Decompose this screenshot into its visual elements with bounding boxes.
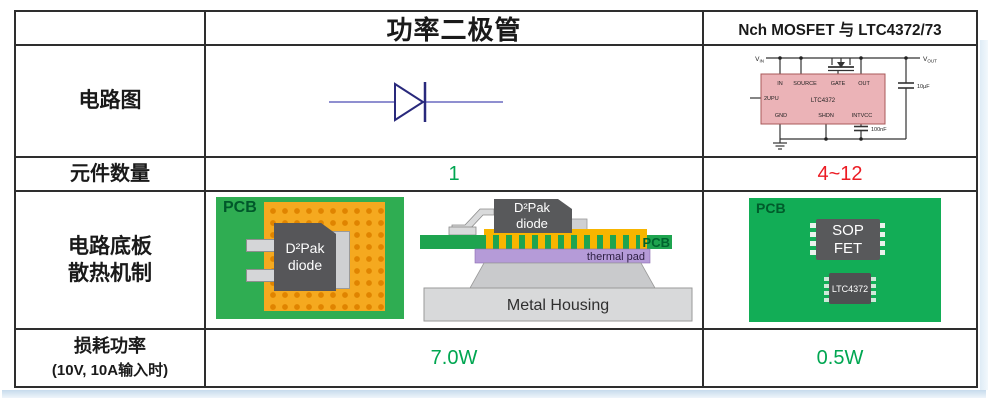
thermal-diode-cell: PCB D²Pak diode (206, 192, 704, 330)
row-circuit-label-cell: 电路图 (16, 46, 206, 158)
pin-in: IN (777, 81, 783, 87)
pcb-top-view-image: PCB D²Pak diode (216, 197, 404, 319)
chip-pin (878, 232, 885, 237)
thermal-mosfet-cell: PCB SOP FET LTC4372 (704, 192, 976, 330)
pin-gnd: GND (775, 113, 787, 119)
slide-shadow-right (980, 40, 988, 390)
chip-pin (870, 284, 876, 288)
comparison-table: 功率二极管 Nch MOSFET 与 LTC4372/73 电路图 (14, 10, 978, 388)
header-mosfet-label: Nch MOSFET 与 LTC4372/73 (738, 22, 942, 39)
metal-housing-label: Metal Housing (507, 297, 609, 314)
chip-pin (870, 298, 876, 302)
pcb-label: PCB (643, 235, 670, 250)
row-thermal-label-cell: 电路底板 散热机制 (16, 192, 206, 330)
count-diode-cell: 1 (206, 158, 704, 192)
svg-text:diode: diode (516, 216, 548, 231)
power-row-label: 损耗功率 (10V, 10A输入时) (51, 335, 169, 379)
power-mosfet-cell: 0.5W (704, 330, 976, 386)
pcb-label: PCB (223, 199, 257, 216)
header-power-diode: 功率二极管 (206, 12, 704, 46)
chip-pin (824, 291, 830, 295)
circuit-row-label: 电路图 (78, 89, 142, 113)
power-diode-cell: 7.0W (206, 330, 704, 386)
pin-out: OUT (858, 81, 870, 87)
chip-pin (878, 223, 885, 228)
count-diode-value: 1 (448, 162, 460, 185)
chip-pin (878, 241, 885, 246)
metal-housing (423, 287, 693, 322)
chip-pin (810, 223, 817, 228)
d2pak-package (494, 199, 572, 233)
power-diode-value: 7.0W (430, 346, 478, 369)
chip-pin (870, 291, 876, 295)
pin-gate: GATE (831, 81, 846, 87)
svg-text:D²Pak: D²Pak (514, 200, 551, 215)
chip-pin (824, 284, 830, 288)
header-power-diode-label: 功率二极管 (386, 14, 522, 45)
header-mosfet: Nch MOSFET 与 LTC4372/73 (704, 12, 976, 46)
vin-label: VIN (755, 56, 764, 64)
power-mosfet-value: 0.5W (816, 346, 864, 369)
cap-10uf-label: 10μF (917, 84, 930, 90)
diode-anode-triangle (394, 82, 425, 122)
row-power-label-cell: 损耗功率 (10V, 10A输入时) (16, 330, 206, 386)
package-lead (246, 269, 278, 282)
diode-circuit-cell (206, 46, 704, 158)
thermal-pad-label: thermal pad (587, 251, 645, 263)
ltc4372-package: LTC4372 (829, 273, 871, 304)
ltc4372-schematic-cell: VIN VOUT IN SOURCE GATE OUT 2UPU GND SHD… (704, 46, 976, 158)
thermal-row-label: 电路底板 散热机制 (68, 234, 152, 285)
chip-pin (878, 250, 885, 255)
slide-shadow-bottom (2, 390, 986, 398)
ic-name-label: LTC4372 (811, 98, 836, 104)
pin-shdn: SHDN (818, 113, 834, 119)
chip-pin (810, 241, 817, 246)
pcb-side-view-image: D²Pak diode PCB thermal pad Metal Housin… (420, 199, 693, 322)
chip-pin (824, 298, 830, 302)
ltc4372-ic-box (760, 73, 886, 125)
count-mosfet-value: 4~12 (817, 162, 863, 185)
count-mosfet-cell: 4~12 (704, 158, 976, 192)
header-empty-cell (16, 12, 206, 46)
d2pak-package: D²Pak diode (274, 223, 336, 291)
package-lead (246, 239, 278, 252)
mosfet-body-diode-arrow (837, 62, 845, 68)
thermal-vias (486, 235, 647, 249)
cap-100nf-label: 100nF (871, 127, 887, 133)
chip-pin (810, 232, 817, 237)
pcb-label: PCB (756, 200, 786, 216)
mosfet-pcb-image: PCB SOP FET LTC4372 (749, 198, 941, 322)
diode-symbol (329, 82, 503, 122)
ltc4372-schematic: VIN VOUT IN SOURCE GATE OUT 2UPU GND SHD… (750, 56, 937, 150)
chip-pin (810, 250, 817, 255)
pin-source: SOURCE (793, 81, 817, 87)
sop-fet-package: SOP FET (816, 219, 880, 260)
row-count-label-cell: 元件数量 (16, 158, 206, 192)
chip-pin (824, 277, 830, 281)
housing-pedestal (469, 262, 656, 289)
chip-pin (870, 277, 876, 281)
vout-label: VOUT (923, 56, 937, 64)
pin-intvcc: INTVCC (852, 113, 873, 119)
count-row-label: 元件数量 (70, 163, 150, 185)
pin-2upu: 2UPU (764, 96, 779, 102)
